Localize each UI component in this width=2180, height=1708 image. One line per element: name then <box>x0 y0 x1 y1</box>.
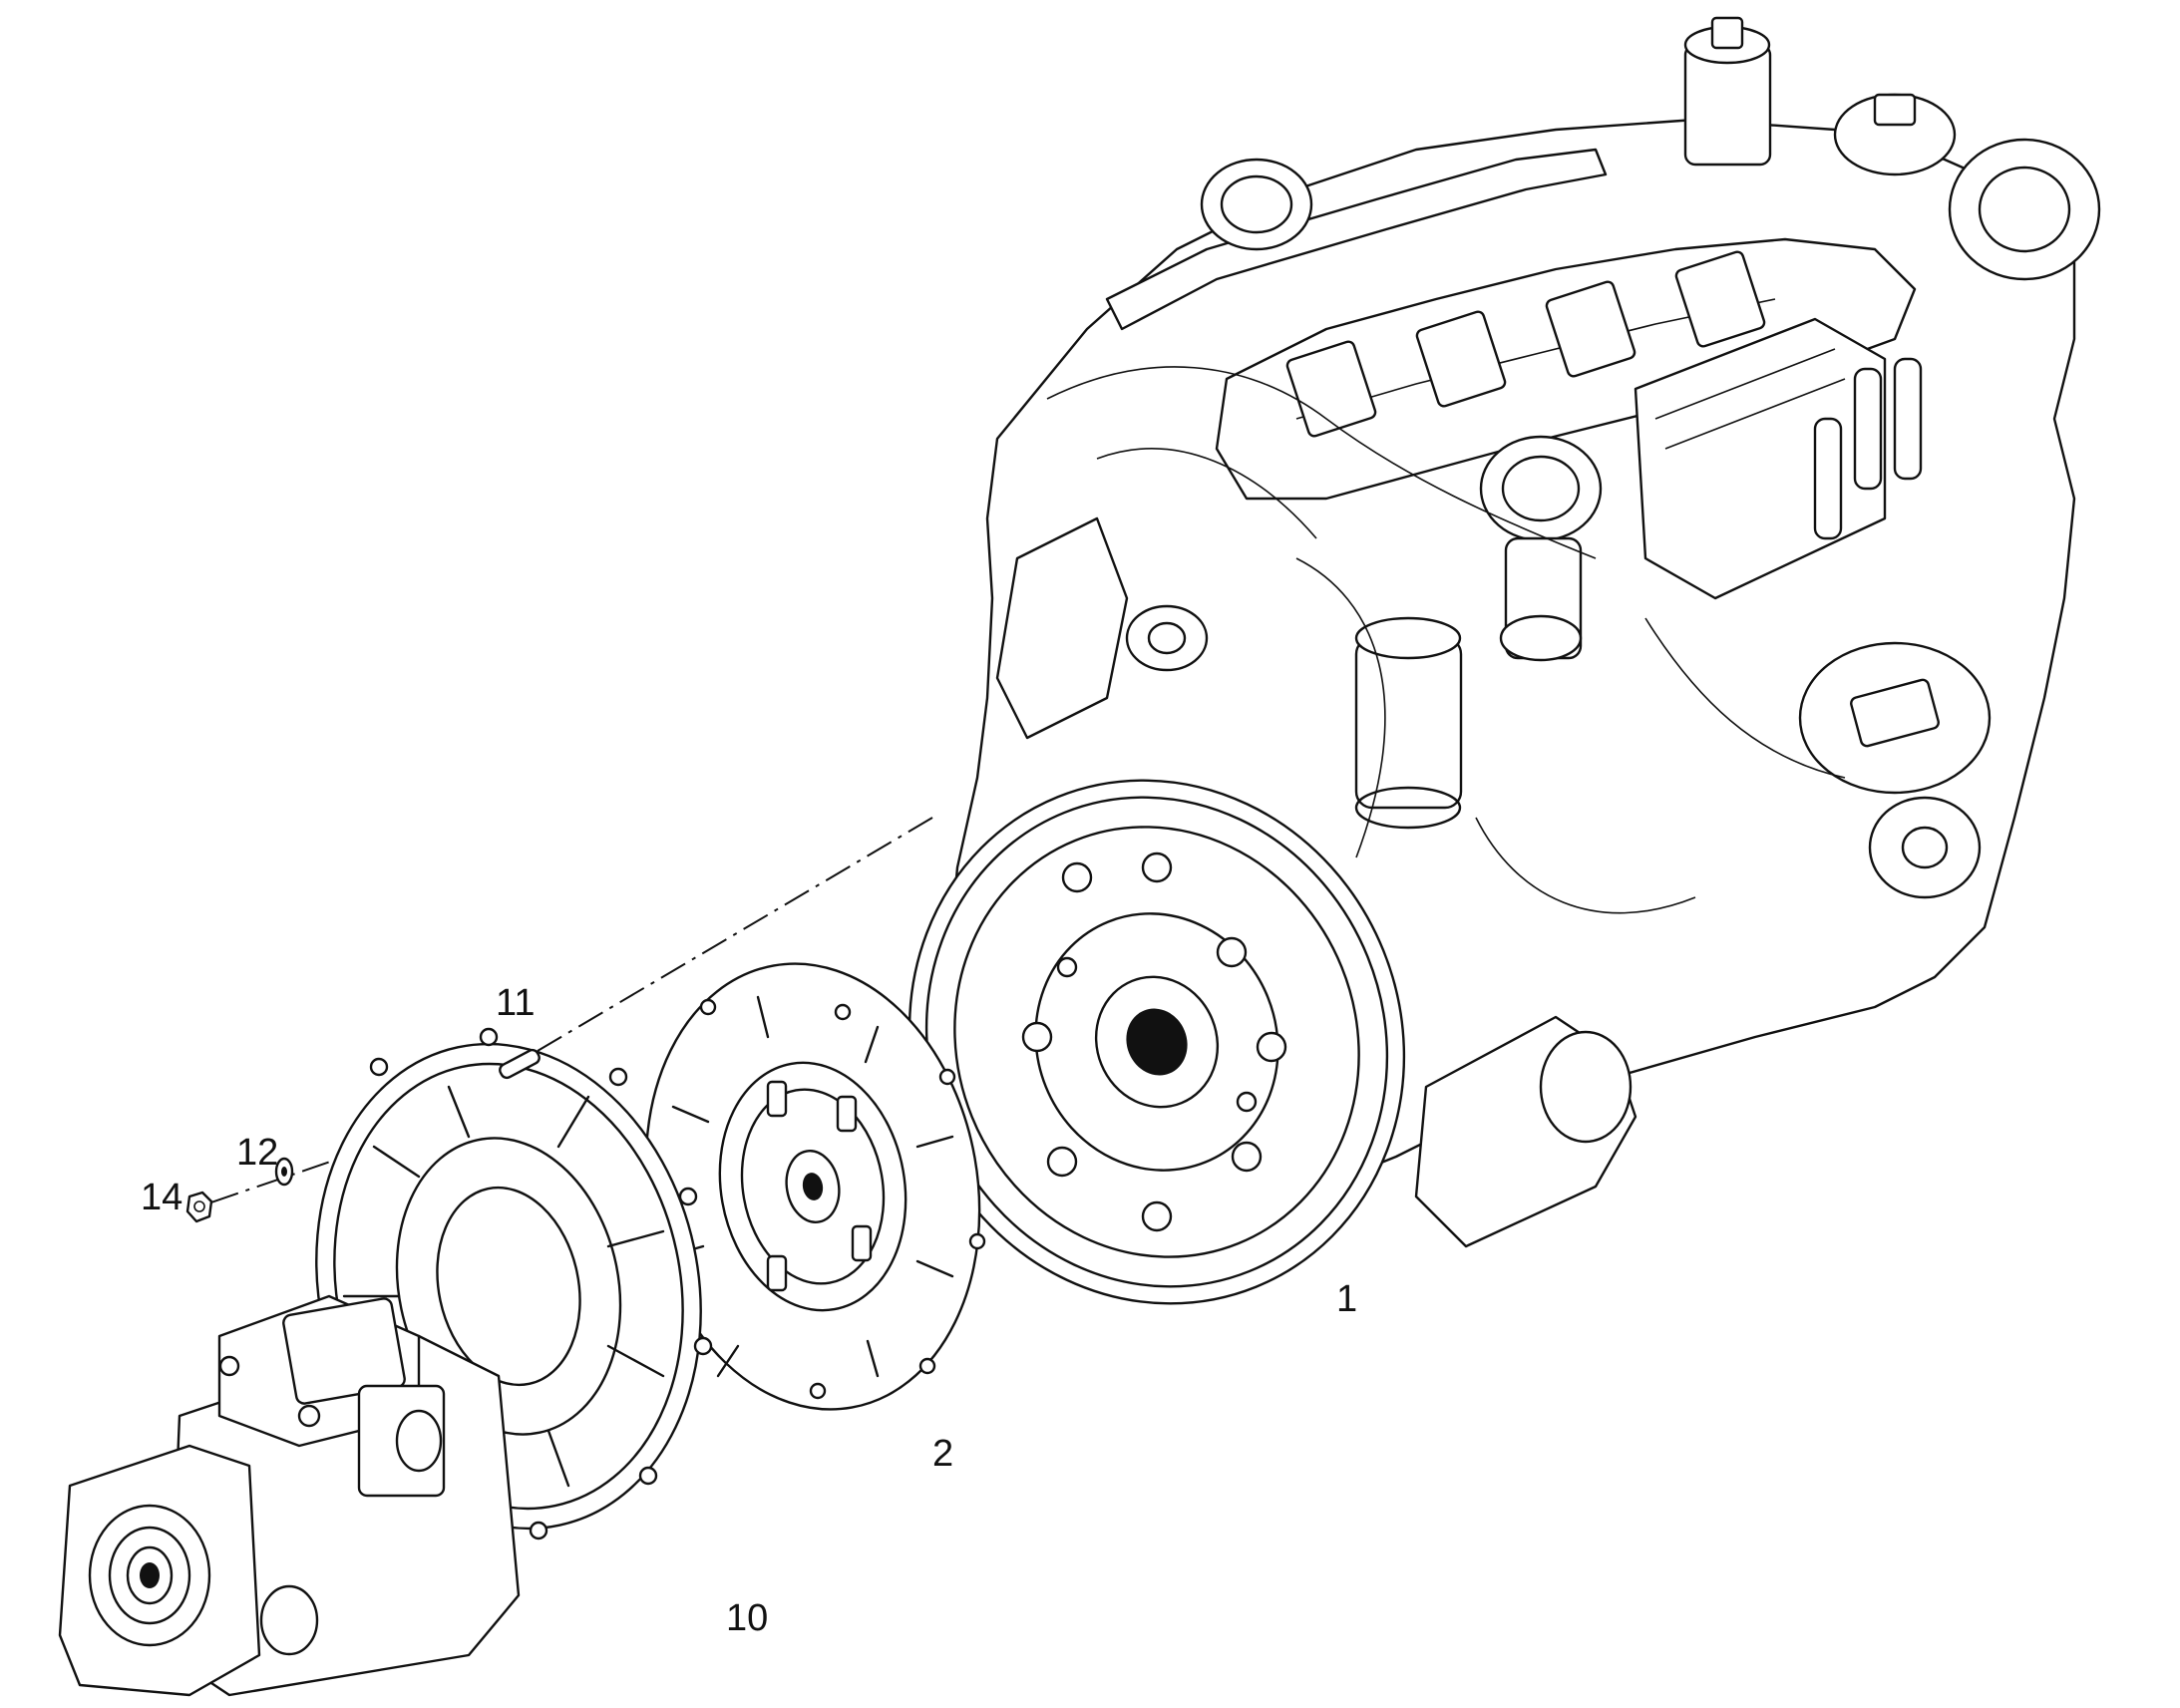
stud <box>499 1048 541 1080</box>
nut <box>185 1191 213 1223</box>
flywheel <box>908 779 1406 1305</box>
washer <box>274 1157 294 1187</box>
callout-2: 2 <box>932 1433 953 1475</box>
hydraulic-pump <box>58 1294 521 1697</box>
callout-14: 14 <box>141 1177 182 1218</box>
callout-12: 12 <box>236 1132 278 1174</box>
damper-plate <box>644 962 986 1411</box>
callouts: 1 2 10 11 12 14 <box>141 982 1357 1639</box>
callout-10: 10 <box>726 1597 768 1639</box>
callout-1: 1 <box>1336 1278 1357 1320</box>
callout-11: 11 <box>496 982 535 1024</box>
